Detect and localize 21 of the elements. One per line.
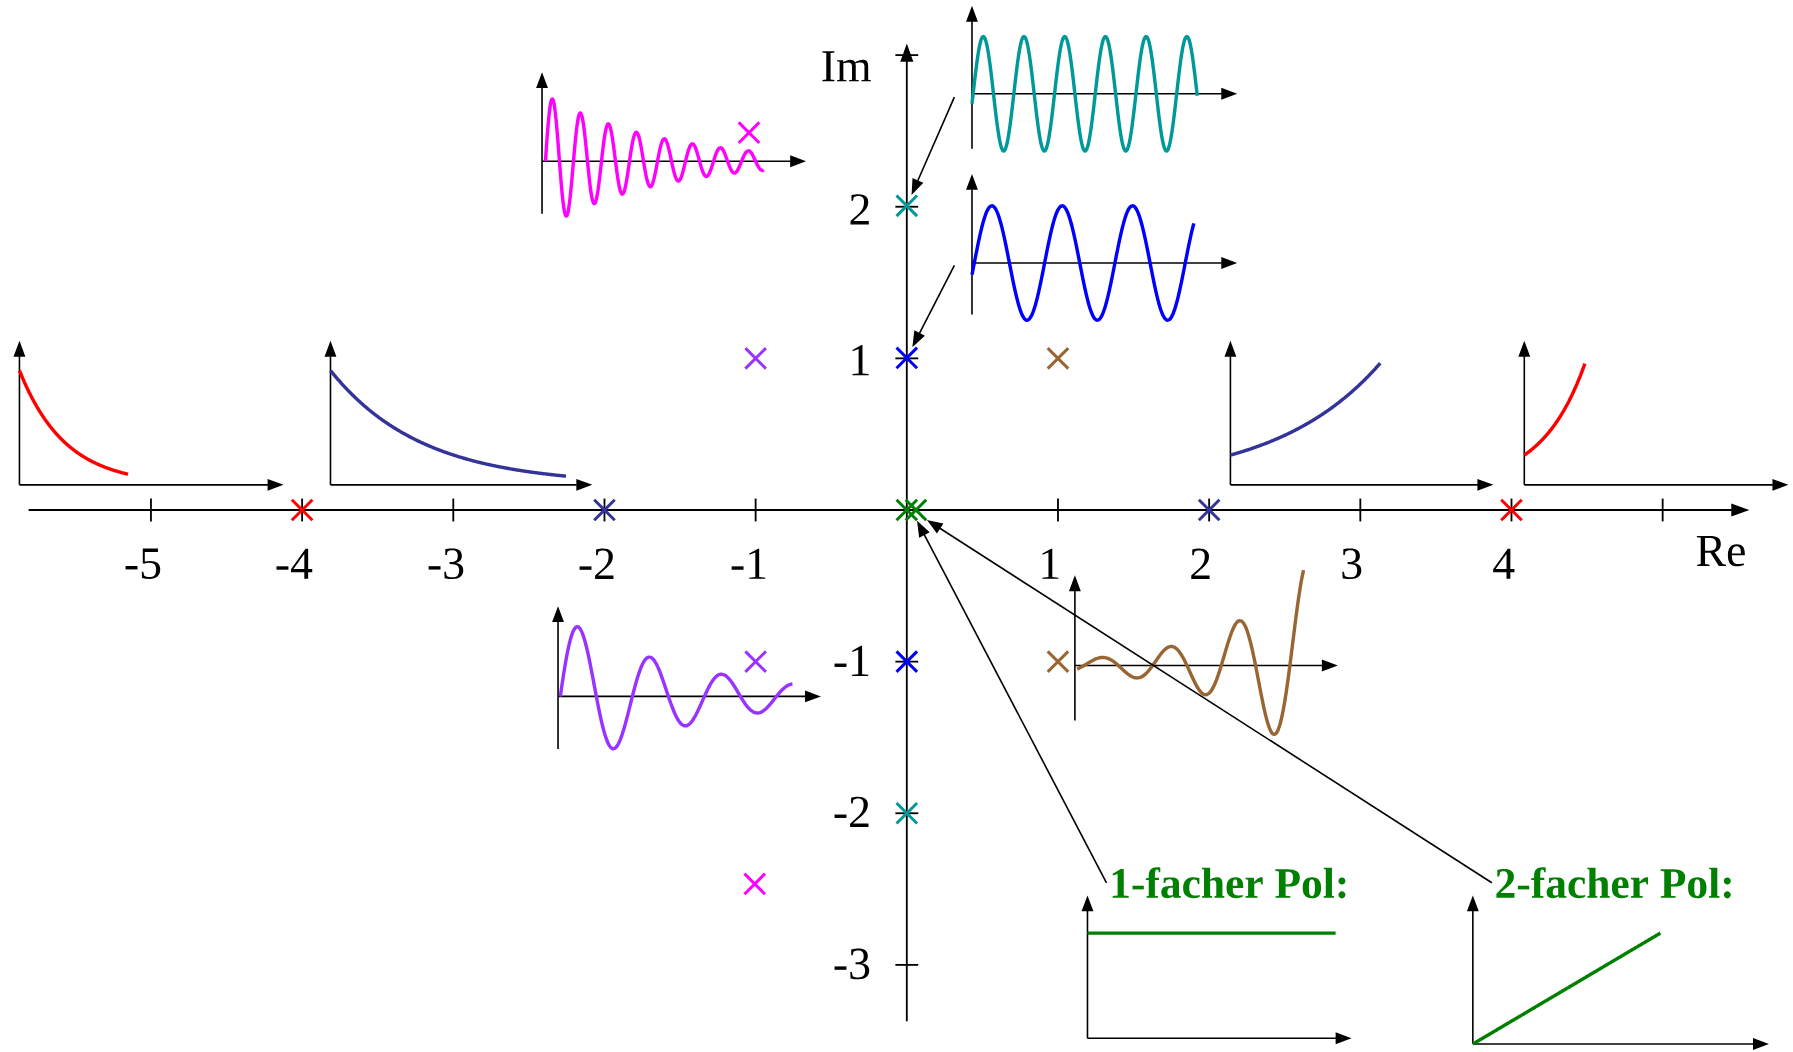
tick-label: -3 [428,548,464,580]
tick-label: 2 [850,194,869,225]
axis-label: Re [1696,535,1745,567]
tick-label: -2 [579,548,614,579]
tick-label: -1 [834,645,869,677]
axis-label: Im [822,51,871,82]
pole-label: 2-facher Pol: [1496,867,1731,899]
pole-mark [895,346,919,370]
tick-label: 1 [852,345,869,376]
tick-label: -1 [731,548,766,579]
tick-label: -4 [276,548,313,579]
tick-label: -5 [125,548,161,579]
tick-label: 2 [1191,548,1210,579]
tick-label: -3 [834,948,870,980]
tick-label: 1 [1042,548,1059,579]
pole-label: 1-facher Pol: [1112,867,1346,899]
pole-mark [895,498,928,522]
tick-label: 4 [1493,548,1515,579]
tick-label: 3 [1342,548,1362,580]
pole-mark [895,194,919,218]
tick-label: -2 [834,796,869,827]
